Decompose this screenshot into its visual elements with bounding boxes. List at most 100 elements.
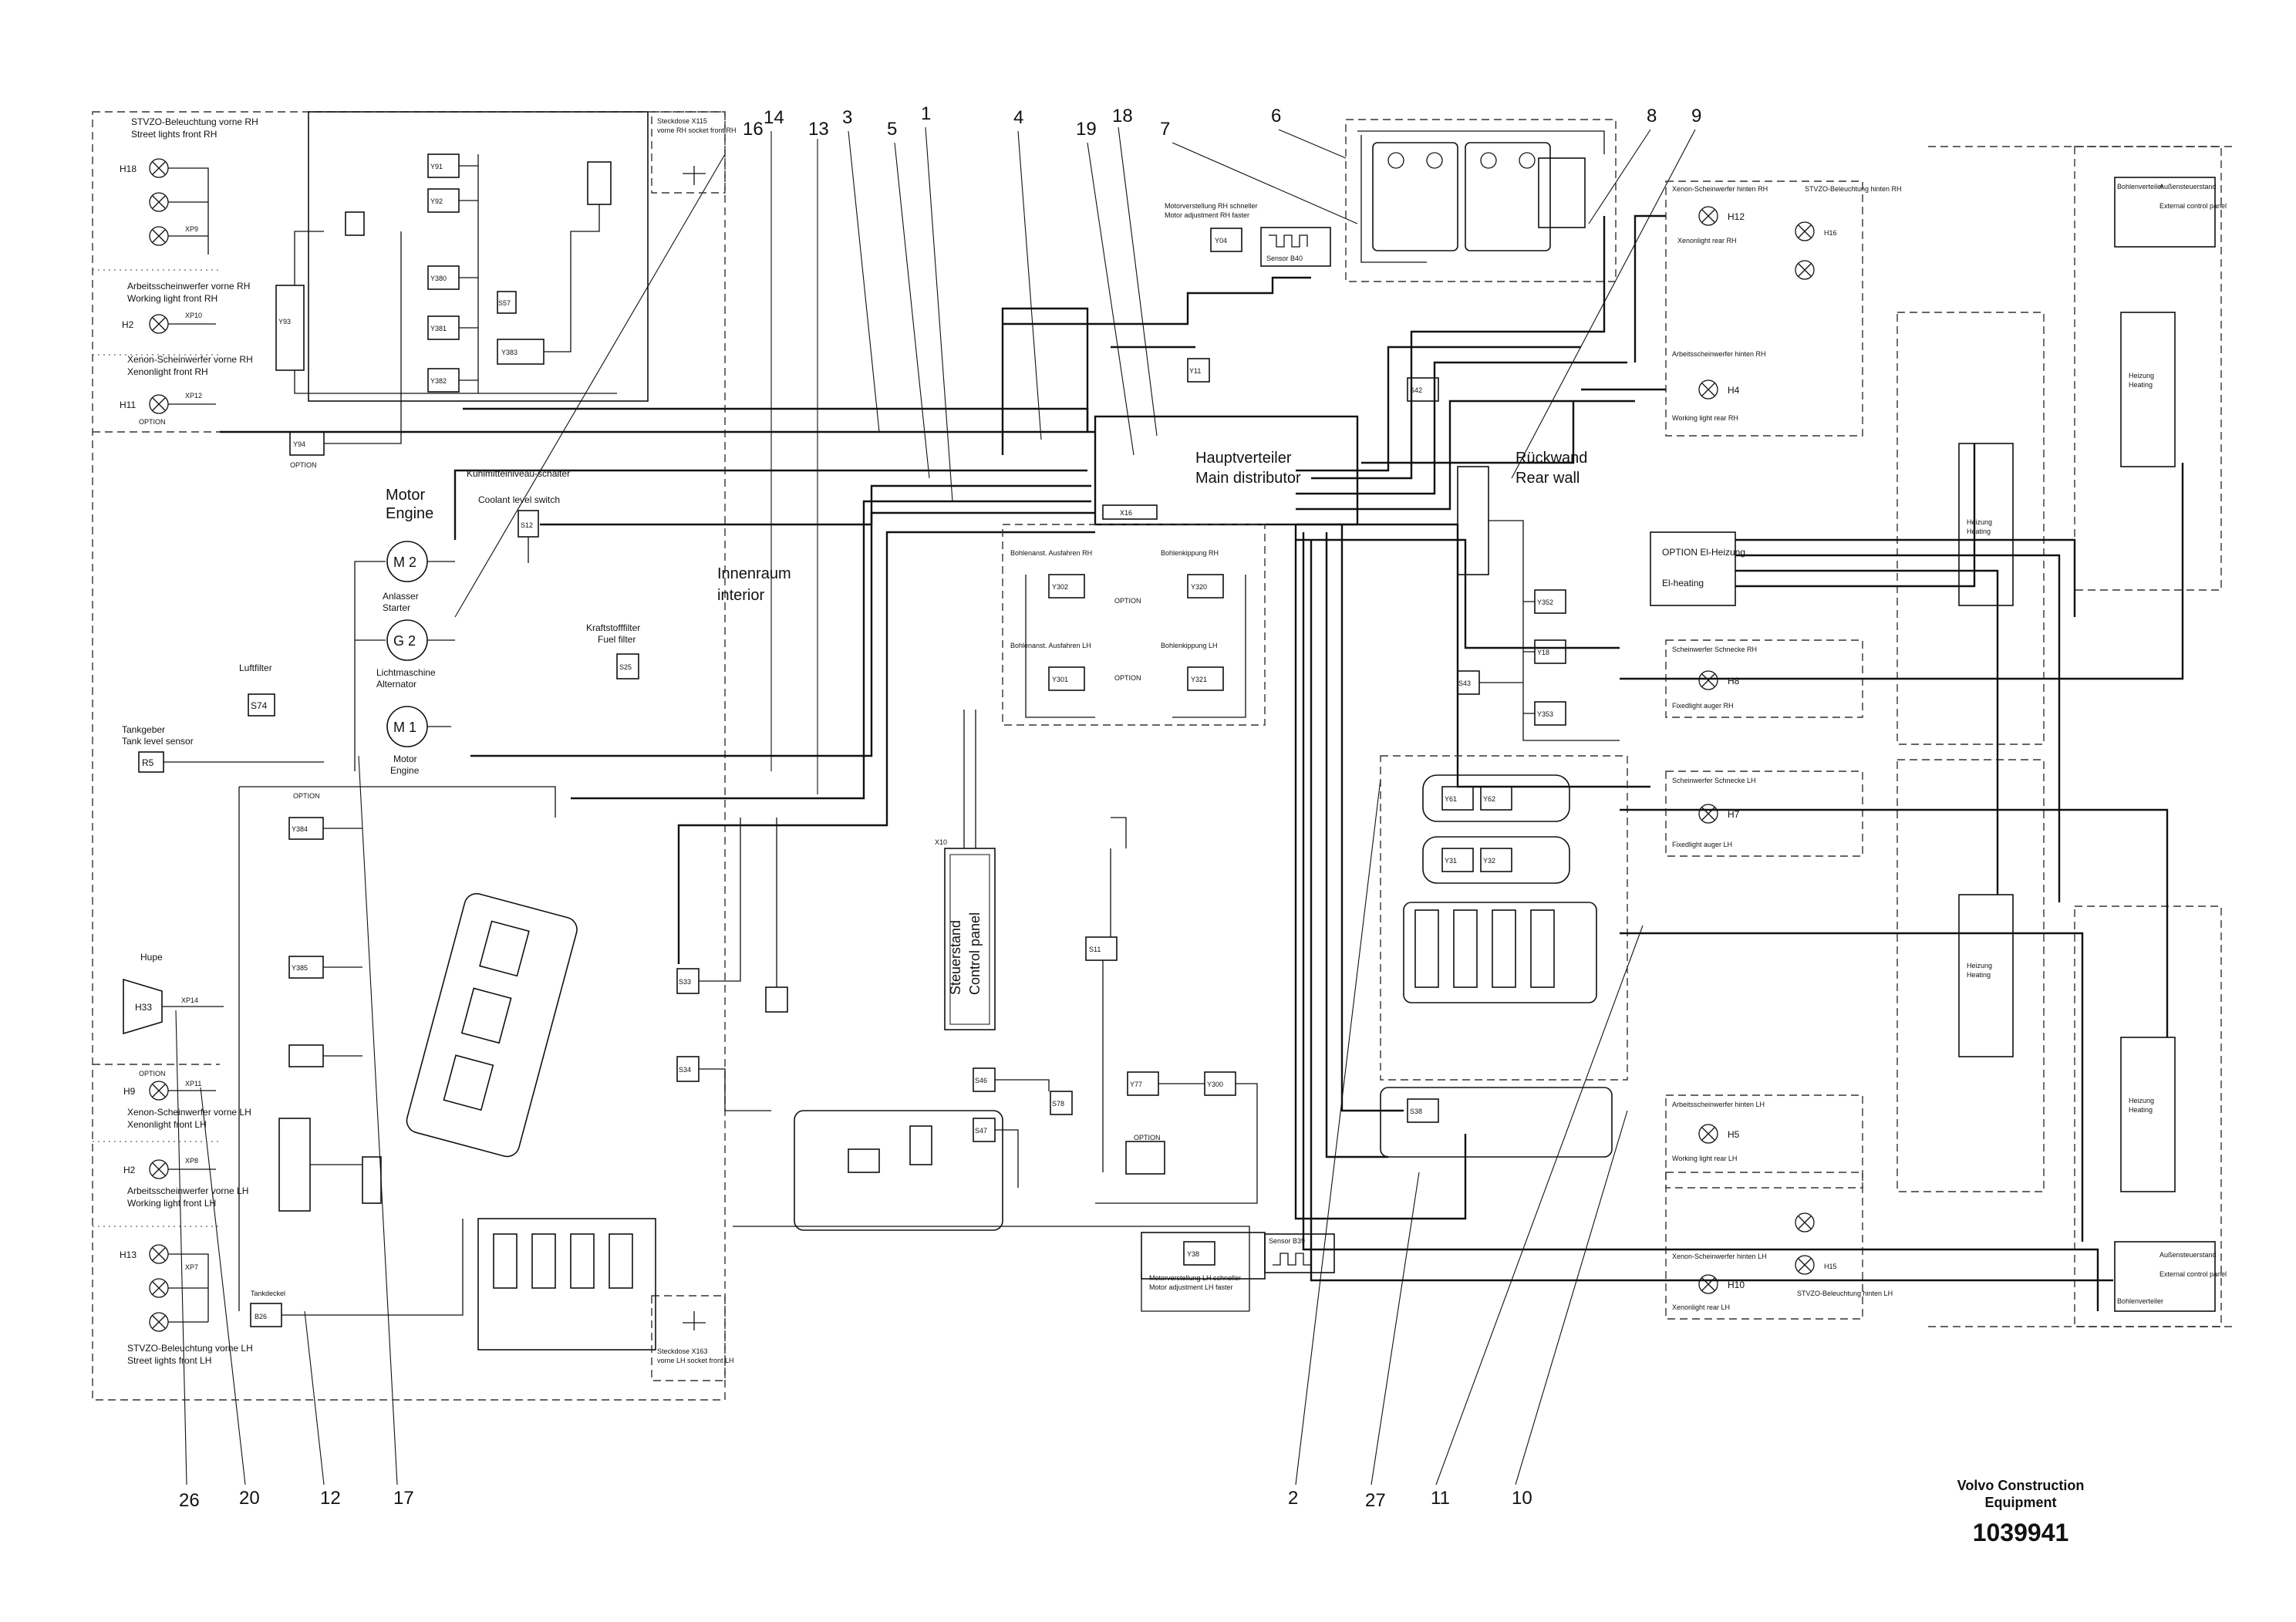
callout-27: 27 <box>1365 1490 1386 1511</box>
rear-wall: Rückwand Rear wall Y352 Y18 S43 Y353 <box>1457 450 1620 741</box>
air-filter: Luftfilter S74 <box>239 663 275 717</box>
callouts-top: 16 14 13 3 5 1 4 19 18 7 6 8 9 <box>743 103 1701 140</box>
valve-y94: Y94 <box>293 440 305 448</box>
coolant-switch-id: S12 <box>521 521 533 529</box>
sensor-bottom-label: Sensor B39 <box>1269 1237 1305 1245</box>
light-label-en: Xenonlight rear RH <box>1677 237 1737 244</box>
main-distributor-de: Hauptverteiler <box>1195 450 1292 467</box>
top-middle-devices: Motorverstellung RH schneller Motor adju… <box>1165 202 1439 402</box>
external-panel-label: Bohlenverteiler <box>2117 1297 2163 1305</box>
light-work-front-rh: Arbeitsscheinwerfer vorne RH Working lig… <box>122 281 250 334</box>
heating-label-en: Heating <box>2129 381 2153 389</box>
external-panel-label-en: External control panel <box>2159 1270 2227 1278</box>
option-label: OPTION <box>293 792 320 800</box>
callout-17: 17 <box>393 1488 414 1509</box>
valve-y381: Y381 <box>430 325 447 332</box>
fuel-sender-label: Tankgeber <box>122 724 165 735</box>
starter-label: Anlasser <box>383 591 419 602</box>
light-xenon-rear-lh: Xenon-Scheinwerfer hinten LH H10 Xenonli… <box>1672 1253 1767 1311</box>
tank-box-label: Tankdeckel <box>251 1290 285 1297</box>
valve-y384: Y384 <box>292 825 308 833</box>
light-label: Scheinwerfer Schnecke LH <box>1672 777 1756 784</box>
light-label-en: Fixedlight auger LH <box>1672 841 1732 848</box>
screed-module-id: Y301 <box>1052 676 1068 683</box>
switch-s34: S34 <box>679 1066 691 1074</box>
conveyor-motor-lh-label-en: Motor adjustment LH faster <box>1149 1283 1233 1291</box>
switch-s43: S43 <box>1458 679 1471 687</box>
coolant-switch-label-en: Coolant level switch <box>478 494 560 505</box>
option-label: OPTION <box>139 1070 166 1077</box>
callout-18: 18 <box>1112 106 1133 126</box>
callout-20: 20 <box>239 1488 260 1509</box>
light-id: H2 <box>123 1165 136 1175</box>
light-label-en: Fixedlight auger RH <box>1672 702 1734 710</box>
valve-y382: Y382 <box>430 377 447 385</box>
light-id: H13 <box>120 1249 137 1260</box>
light-work-rear-rh: Arbeitsscheinwerfer hinten RH H4 Working… <box>1672 350 1766 422</box>
valve-y18: Y18 <box>1537 649 1549 656</box>
valve-y77: Y77 <box>1130 1081 1142 1088</box>
light-label-en: Working light rear LH <box>1672 1155 1737 1162</box>
engine-motor-id: M 1 <box>393 720 416 735</box>
main-distributor: Hauptverteiler Main distributor X16 <box>1094 415 1359 526</box>
light-conn: XP12 <box>185 392 202 400</box>
light-id: H11 <box>120 400 136 410</box>
callout-2: 2 <box>1288 1488 1298 1509</box>
conveyor-motor-rh-id: Y04 <box>1215 237 1227 244</box>
light-id: H12 <box>1728 211 1745 222</box>
company-logo: Volvo Construction Equipment 1039941 <box>1944 1477 2098 1547</box>
interior-label: Innenraum interior <box>717 565 791 604</box>
horn: Hupe H33 XP14 <box>123 952 224 1035</box>
main-harness <box>220 216 1650 1282</box>
switch-s46: S46 <box>975 1077 987 1084</box>
heating-label-en: Heating <box>1967 971 1991 979</box>
valve-y380: Y380 <box>430 275 447 282</box>
callout-9: 9 <box>1691 106 1701 126</box>
valve-y32b: Y32 <box>1483 857 1495 865</box>
street-lights-rear-lh: H15 STVZO-Beleuchtung hinten LH <box>1795 1212 1893 1297</box>
option-label: OPTION <box>139 418 166 426</box>
valve-y91: Y91 <box>430 163 443 170</box>
socket-label-en: vorne RH socket front RH <box>657 126 737 134</box>
light-label: Arbeitsscheinwerfer hinten LH <box>1672 1101 1765 1108</box>
callout-19: 19 <box>1076 119 1097 140</box>
conveyor-motor-rh-label: Motorverstellung RH schneller <box>1165 202 1258 210</box>
light-conn: XP11 <box>185 1080 201 1088</box>
lower-left-components: OPTION Y384 Y385 B26 Tankdeckel <box>238 786 656 1351</box>
callout-26: 26 <box>179 1490 200 1511</box>
callout-7: 7 <box>1160 119 1170 140</box>
valve-y383: Y383 <box>501 349 518 356</box>
light-label: STVZO-Beleuchtung vorne LH <box>127 1343 253 1354</box>
light-conn: XP8 <box>185 1157 198 1165</box>
el-heating-de: OPTION El-Heizung <box>1662 547 1745 558</box>
callout-5: 5 <box>887 119 897 140</box>
light-auger-lh: Scheinwerfer Schnecke LH H7 Fixedlight a… <box>1672 777 1756 848</box>
light-label-en: Xenonlight rear LH <box>1672 1303 1730 1311</box>
alternator-id: G 2 <box>393 633 416 649</box>
callouts-bottom: 26 20 12 17 2 27 11 10 <box>179 1488 1532 1511</box>
drawing-number: 1039941 <box>1972 1519 2069 1546</box>
horn-id: H33 <box>135 1002 152 1013</box>
valve-y31: Y31 <box>1445 857 1457 865</box>
valve-y34: Y352 <box>1537 599 1553 606</box>
heating-label-en: Heating <box>1967 528 1991 535</box>
light-conn: XP10 <box>185 312 202 319</box>
callout-10: 10 <box>1512 1488 1532 1509</box>
external-panel-label-2: Außensteuerstand <box>2159 183 2217 191</box>
el-heating-en: El-heating <box>1662 578 1704 588</box>
light-id: H7 <box>1728 809 1740 820</box>
light-label: Arbeitsscheinwerfer vorne LH <box>127 1185 248 1196</box>
light-id: H2 <box>122 319 134 330</box>
hydraulic-switches: S33 S34 <box>676 818 788 1111</box>
air-filter-label: Luftfilter <box>239 663 272 673</box>
screed-module-id: Y302 <box>1052 583 1068 591</box>
light-label: Xenon-Scheinwerfer vorne LH <box>127 1107 251 1118</box>
hopper-valve-block: Y93 Y91 Y92 Y380 Y381 Y382 S57 Y383 Y94 … <box>275 111 649 469</box>
light-label-en: Working light rear RH <box>1672 414 1738 422</box>
pump-box-id: Y11 <box>1189 367 1201 375</box>
heating-label-en: Heating <box>2129 1106 2153 1114</box>
external-panel-bottom: Bohlenverteiler Außensteuerstand Externa… <box>2114 1241 2227 1312</box>
switch-s47: S47 <box>975 1127 987 1135</box>
valve-y32: Y353 <box>1537 710 1553 718</box>
